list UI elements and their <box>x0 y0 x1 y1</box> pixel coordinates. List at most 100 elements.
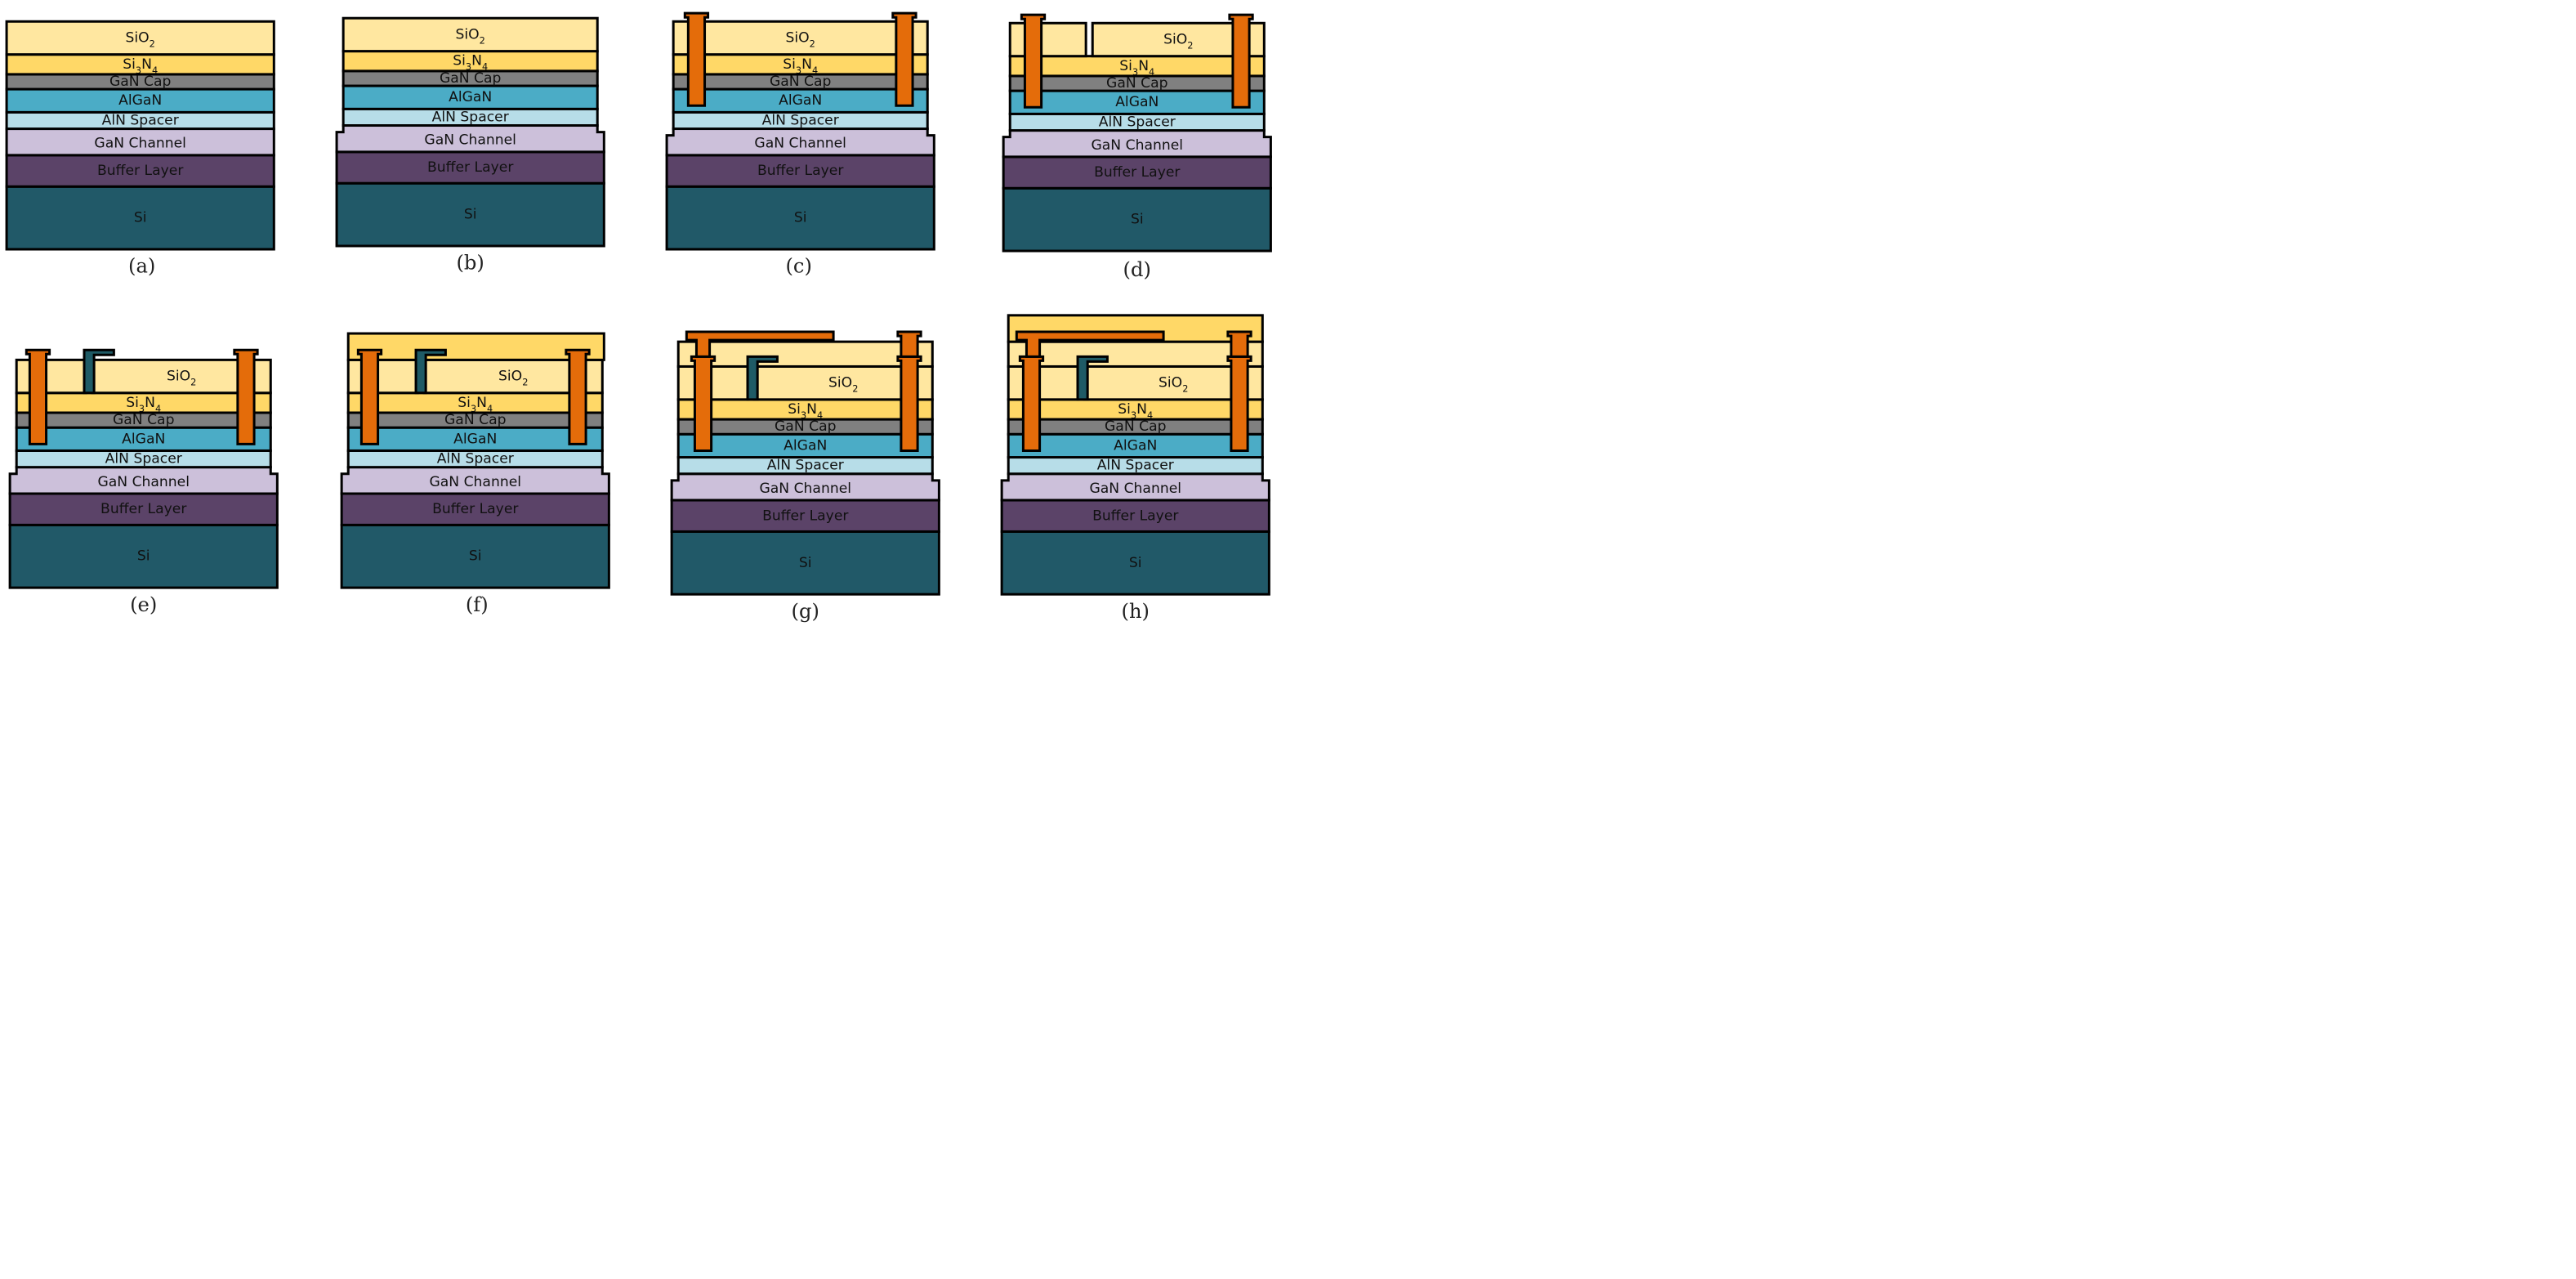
buffer-layer-label: Buffer Layer <box>1092 508 1179 524</box>
gan-channel-label: GaN Channel <box>429 474 521 490</box>
buffer-layer <box>665 154 935 188</box>
algan-layer <box>5 87 275 114</box>
source-contact <box>25 348 51 445</box>
buffer-layer <box>670 499 940 533</box>
drain-via <box>1226 330 1252 358</box>
panel-caption: (c) <box>785 254 811 278</box>
interlayer-dielectric <box>676 340 934 368</box>
drain-via <box>896 330 922 358</box>
gan-cap-label: GaN Cap <box>1105 418 1166 435</box>
sio2-label: SiO2 <box>786 29 815 49</box>
source-contact <box>1018 355 1045 452</box>
sio2-layer <box>1008 21 1087 58</box>
gan-channel-label: GaN Channel <box>424 132 516 149</box>
si-label: Si <box>794 210 807 226</box>
gan-cap-label: GaN Cap <box>109 74 171 90</box>
top-passivation-layer <box>346 332 605 361</box>
sio2-label: SiO2 <box>167 369 196 388</box>
gan-cap-label: GaN Cap <box>440 70 501 87</box>
si3n4-label: Si3N4 <box>783 56 818 76</box>
panel-caption: (e) <box>130 593 157 616</box>
aln-spacer-label: AlN Spacer <box>105 451 183 467</box>
buffer-layer-label: Buffer Layer <box>97 163 184 179</box>
source-contact <box>1020 13 1047 109</box>
panel-caption: (h) <box>1121 599 1150 623</box>
si3n4-layer <box>5 53 275 76</box>
buffer-layer <box>335 150 605 185</box>
si-label: Si <box>137 548 150 565</box>
gan-cap-label: GaN Cap <box>775 418 836 435</box>
gate-electrode <box>414 348 447 395</box>
si-substrate-layer <box>335 181 605 248</box>
buffer-layer-label: Buffer Layer <box>427 159 514 176</box>
panel-caption: (a) <box>128 254 155 278</box>
si-substrate-layer <box>8 523 279 589</box>
si3n4-label: Si3N4 <box>458 395 493 414</box>
si-label: Si <box>134 210 147 226</box>
sio2-label: SiO2 <box>126 29 155 49</box>
sio2-layer <box>15 358 87 395</box>
si3n4-label: Si3N4 <box>788 401 823 421</box>
aln-spacer-label: AlN Spacer <box>762 112 840 128</box>
algan-label: AlGaN <box>453 431 497 447</box>
gan-channel-label: GaN Channel <box>754 136 846 152</box>
buffer-layer <box>5 154 275 188</box>
algan-layer <box>1008 89 1266 115</box>
drain-contact <box>896 355 922 452</box>
si3n4-layer <box>346 391 604 414</box>
source-contact <box>356 348 383 445</box>
si3n4-label: Si3N4 <box>1119 58 1154 78</box>
drain-contact <box>1226 355 1252 452</box>
sio2-label: SiO2 <box>498 369 528 388</box>
algan-label: AlGaN <box>779 92 822 109</box>
sio2-layer <box>1007 364 1079 401</box>
algan-label: AlGaN <box>449 89 492 105</box>
si-label: Si <box>469 548 482 565</box>
sio2-label: SiO2 <box>456 26 485 46</box>
panel-c: Si Buffer Layer GaN Channel AlN Spacer AlGaN… <box>665 11 935 278</box>
si3n4-layer <box>1008 55 1266 78</box>
algan-label: AlGaN <box>784 437 827 454</box>
buffer-layer-label: Buffer Layer <box>757 163 844 179</box>
algan-layer <box>676 432 934 459</box>
aln-spacer-label: AlN Spacer <box>102 112 180 128</box>
si3n4-label: Si3N4 <box>1118 401 1153 421</box>
si-label: Si <box>799 555 812 571</box>
sio2-label: SiO2 <box>1159 375 1188 395</box>
panel-b: Si Buffer Layer GaN Channel AlN Spacer AlGaN… <box>335 16 605 275</box>
gan-channel-label: GaN Channel <box>94 136 186 152</box>
drain-contact <box>891 11 917 107</box>
buffer-layer <box>1002 155 1272 190</box>
si3n4-layer <box>676 398 934 421</box>
aln-spacer-label: AlN Spacer <box>432 109 510 125</box>
si-label: Si <box>1131 212 1144 228</box>
gate-electrode <box>746 355 779 401</box>
si-label: Si <box>464 207 477 223</box>
sio2-layer <box>346 358 419 395</box>
si3n4-layer <box>15 391 272 414</box>
sio2-layer <box>342 16 599 53</box>
buffer-layer-label: Buffer Layer <box>762 508 849 524</box>
source-contact <box>690 355 717 452</box>
aln-spacer-label: AlN Spacer <box>1099 114 1176 130</box>
si3n4-layer <box>342 50 599 73</box>
panel-caption: (g) <box>792 599 819 623</box>
sio2-layer <box>676 364 749 401</box>
si3n4-layer <box>672 53 929 76</box>
buffer-layer <box>1000 499 1270 533</box>
buffer-layer-label: Buffer Layer <box>432 501 519 517</box>
algan-layer <box>672 87 929 114</box>
gan-cap-label: GaN Cap <box>770 74 831 90</box>
sio2-label: SiO2 <box>1163 31 1193 51</box>
si3n4-label: Si3N4 <box>453 53 488 73</box>
gan-cap-label: GaN Cap <box>1106 75 1167 92</box>
si-substrate-layer <box>340 523 610 589</box>
si-substrate-layer <box>670 530 940 596</box>
interlayer-dielectric <box>1007 340 1264 368</box>
si-substrate-layer <box>5 185 275 251</box>
panel-caption: (d) <box>1123 257 1151 281</box>
gan-cap-label: GaN Cap <box>113 412 174 428</box>
